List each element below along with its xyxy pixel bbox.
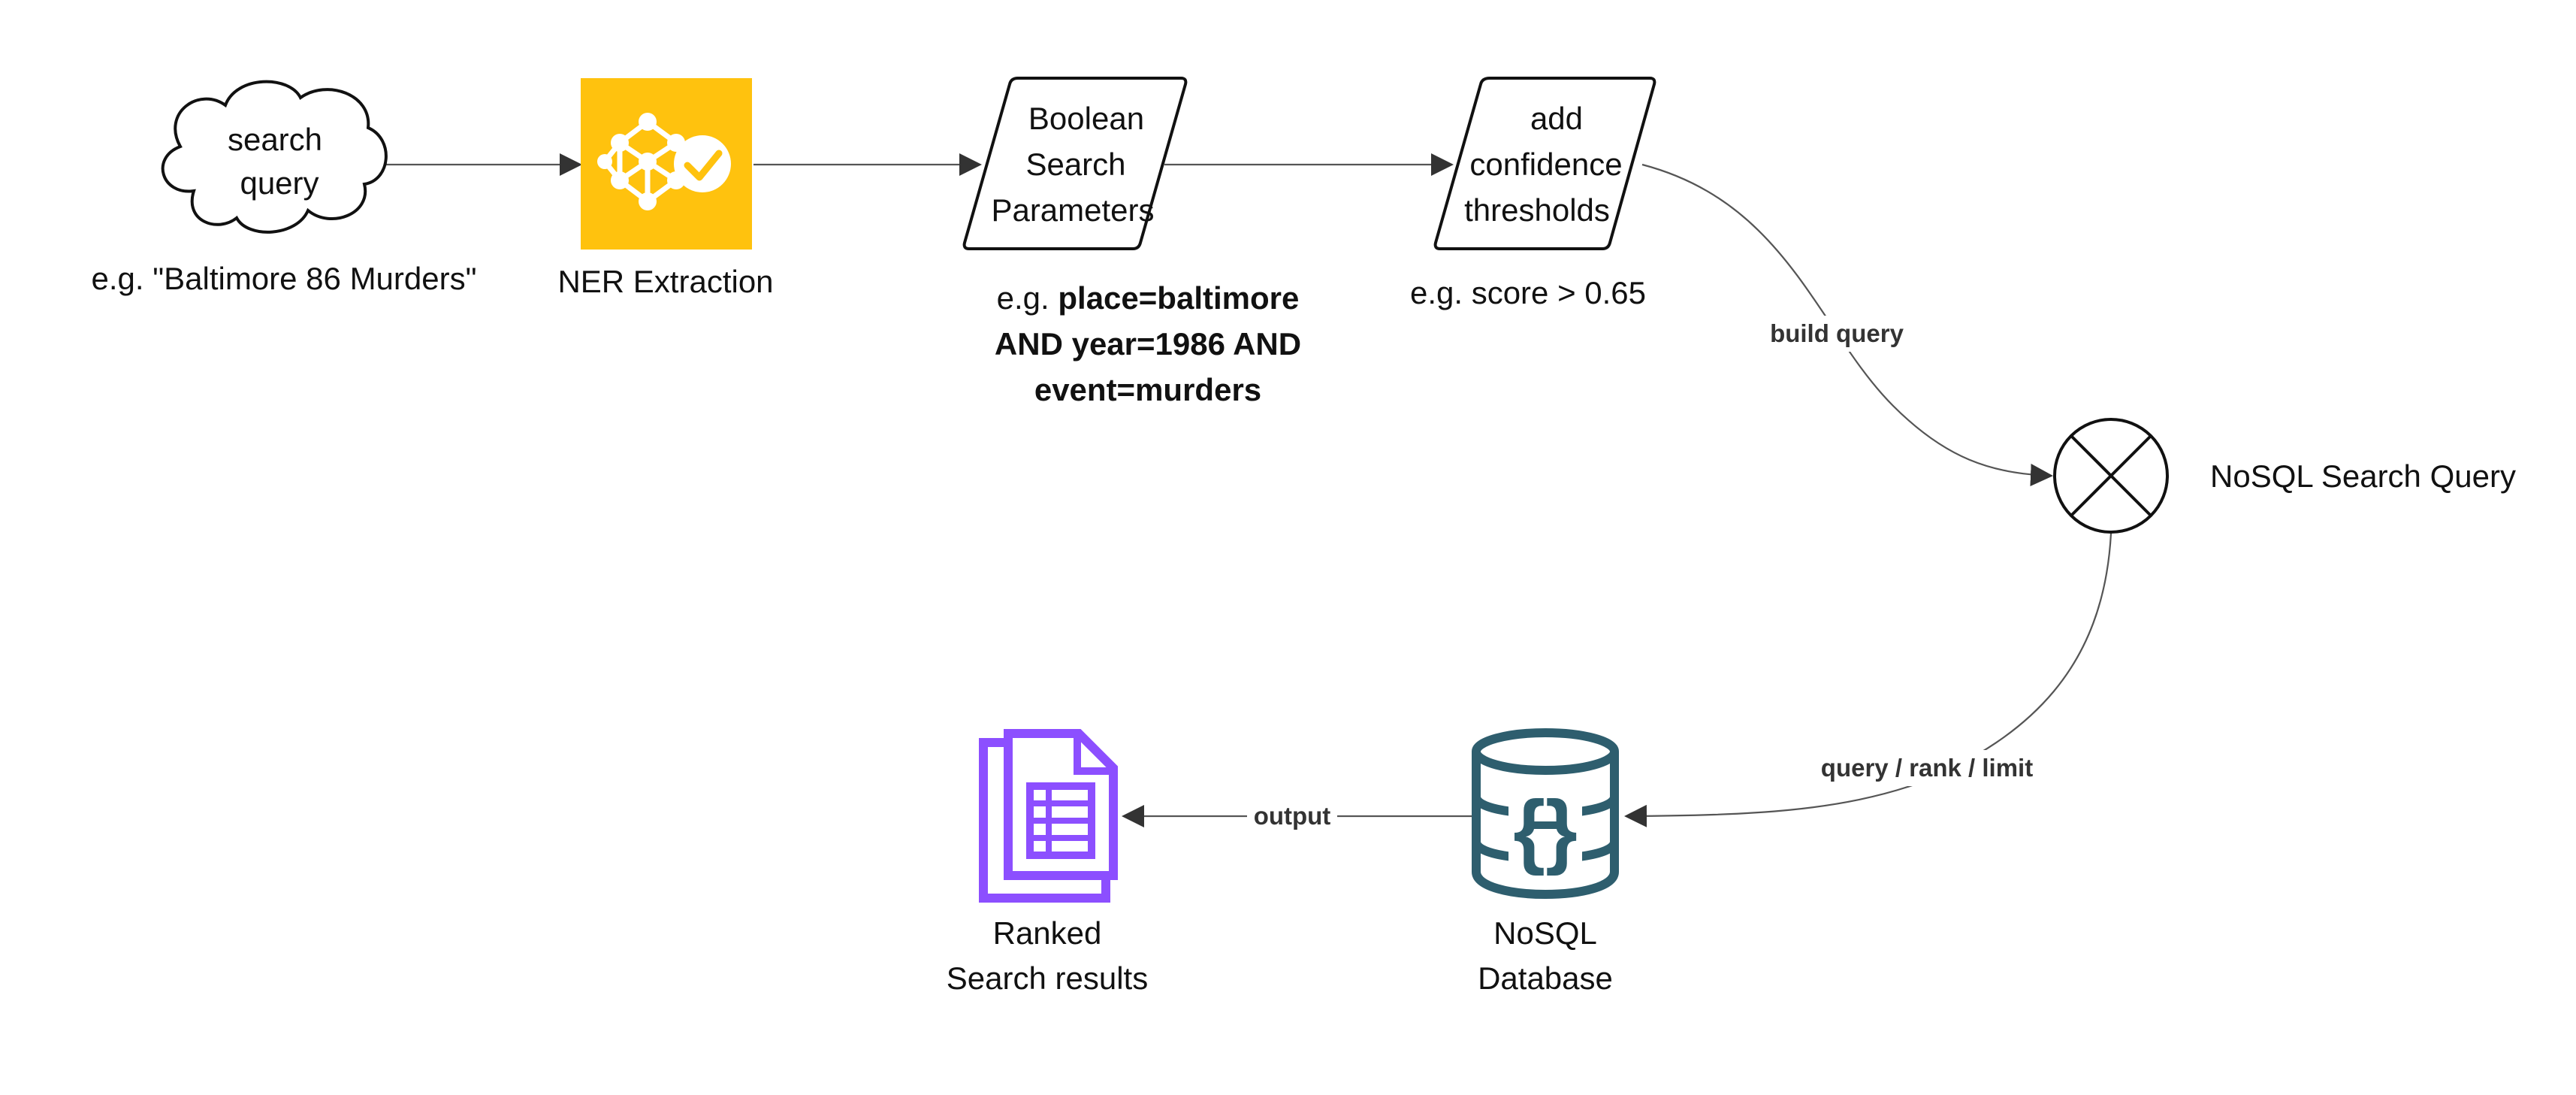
nosql-query-caption: NoSQL Search Query [2210, 458, 2516, 494]
edge-label-build-query: build query [1762, 316, 1912, 352]
boolean-line-1: Boolean [1028, 101, 1144, 136]
parallelogram-shape [962, 77, 1188, 250]
ner-caption: NER Extraction [557, 264, 773, 299]
thresholds-line-1: add [1530, 101, 1583, 136]
svg-text:build query: build query [1770, 319, 1904, 347]
database-line-1: NoSQL [1493, 915, 1597, 951]
boolean-line-3: Parameters [991, 192, 1154, 228]
edge-label-output: output [1247, 799, 1337, 833]
nosql-query-junction [2053, 418, 2169, 534]
edge-build-query [1641, 163, 2053, 486]
nosql-database-icon: {} [1472, 728, 1619, 899]
parallelogram-shape [1433, 77, 1656, 250]
thresholds-caption: e.g. score > 0.65 [1410, 275, 1646, 310]
check-icon [684, 150, 723, 181]
svg-text:{}: {} [1513, 784, 1578, 876]
svg-text:query / rank / limit: query / rank / limit [1821, 754, 2033, 782]
svg-text:AND year=1986 AND: AND year=1986 AND [995, 326, 1301, 361]
svg-text:output: output [1254, 802, 1331, 830]
svg-text:e.g. place=baltimore: e.g. place=baltimore [997, 280, 1300, 316]
boolean-caption: e.g. place=baltimore AND year=1986 AND e… [995, 280, 1301, 407]
thresholds-line-2: confidence [1469, 147, 1622, 182]
ner-extraction-node [581, 78, 752, 250]
results-line-2: Search results [947, 960, 1148, 996]
thresholds-node: add confidence thresholds [1433, 77, 1656, 250]
search-query-node: search query [161, 80, 388, 234]
cloud-shape [161, 80, 388, 234]
database-line-2: Database [1478, 960, 1613, 996]
svg-text:event=murders: event=murders [1034, 372, 1261, 407]
boolean-line-2: Search [1025, 147, 1125, 182]
search-query-line-1: search [228, 122, 322, 157]
results-line-1: Ranked [993, 915, 1102, 951]
search-query-caption: e.g. "Baltimore 86 Murders" [91, 261, 476, 296]
boolean-params-node: Boolean Search Parameters [962, 77, 1188, 250]
thresholds-line-3: thresholds [1464, 192, 1610, 228]
edge-label-query-rank-limit: query / rank / limit [1814, 750, 2040, 786]
document-table-icon [979, 729, 1118, 903]
search-query-line-2: query [240, 165, 319, 201]
